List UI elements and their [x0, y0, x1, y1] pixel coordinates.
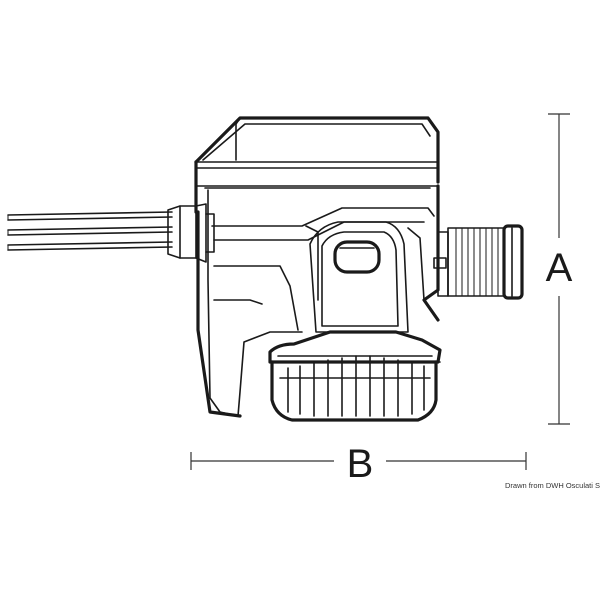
dimension-b-label: B — [347, 442, 374, 486]
dimension-a: A — [546, 113, 573, 425]
dimension-b: B — [190, 442, 527, 486]
dimension-a-label: A — [546, 246, 573, 290]
strainer-base — [268, 330, 442, 422]
electrical-wires — [7, 211, 173, 251]
cable-gland — [167, 203, 215, 263]
pump-body — [196, 184, 440, 418]
top-cover — [194, 116, 440, 214]
drawing-credit: Drawn from DWH Osculati Srl — [505, 481, 600, 490]
outlet-nozzle — [433, 224, 524, 300]
switch-housing — [309, 221, 409, 333]
